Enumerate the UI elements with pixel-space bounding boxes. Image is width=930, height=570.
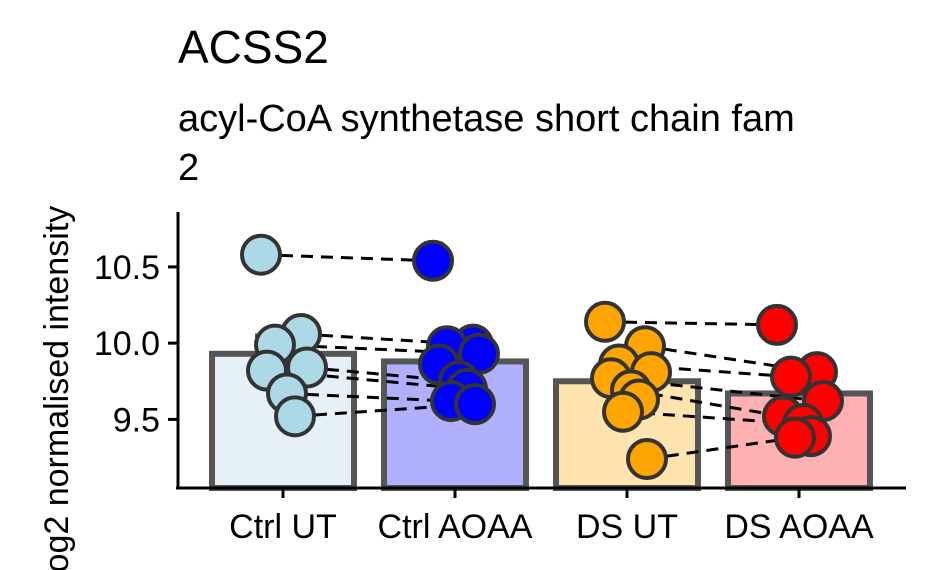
pair-line-7 bbox=[604, 320, 778, 327]
point-2-7 bbox=[602, 390, 644, 433]
pair-line-0 bbox=[260, 253, 434, 263]
point-0-6 bbox=[274, 395, 316, 438]
point-2-8 bbox=[626, 438, 668, 481]
x-tick-label-0: Ctrl UT bbox=[229, 508, 337, 546]
y-tick-label-1: 10.0 bbox=[94, 325, 160, 363]
point-3-0 bbox=[756, 303, 798, 346]
point-3-2 bbox=[770, 355, 812, 398]
chart-subtitle-line-1: acyl-CoA synthetase short chain fam bbox=[178, 98, 795, 140]
x-tick-label-3: DS AOAA bbox=[724, 508, 874, 546]
x-tick-label-1: Ctrl AOAA bbox=[378, 508, 533, 546]
y-axis-title: log2 normalised intensity bbox=[38, 206, 76, 570]
pair-line-5 bbox=[286, 391, 452, 403]
pair-lines-layer bbox=[260, 253, 824, 461]
x-ticks-layer: Ctrl UT Ctrl AOAA DS UT DS AOAA bbox=[229, 488, 874, 546]
pair-line-10 bbox=[610, 376, 824, 403]
y-tick-label-0: 9.5 bbox=[113, 401, 160, 439]
pair-line-4 bbox=[266, 369, 468, 391]
y-tick-label-2: 10.5 bbox=[94, 249, 160, 287]
point-3-7 bbox=[774, 416, 816, 459]
point-0-0 bbox=[240, 233, 282, 276]
point-1-8 bbox=[454, 383, 496, 426]
chart-title: ACSS2 bbox=[178, 21, 329, 73]
chart-subtitle-line-2: 2 bbox=[178, 147, 199, 189]
point-1-0 bbox=[412, 239, 454, 282]
x-tick-label-2: DS UT bbox=[576, 508, 678, 546]
y-ticks-layer: 9.5 10.0 10.5 bbox=[94, 249, 178, 439]
pair-line-13 bbox=[646, 436, 796, 461]
points-layer bbox=[240, 233, 844, 481]
point-2-0 bbox=[584, 300, 626, 343]
